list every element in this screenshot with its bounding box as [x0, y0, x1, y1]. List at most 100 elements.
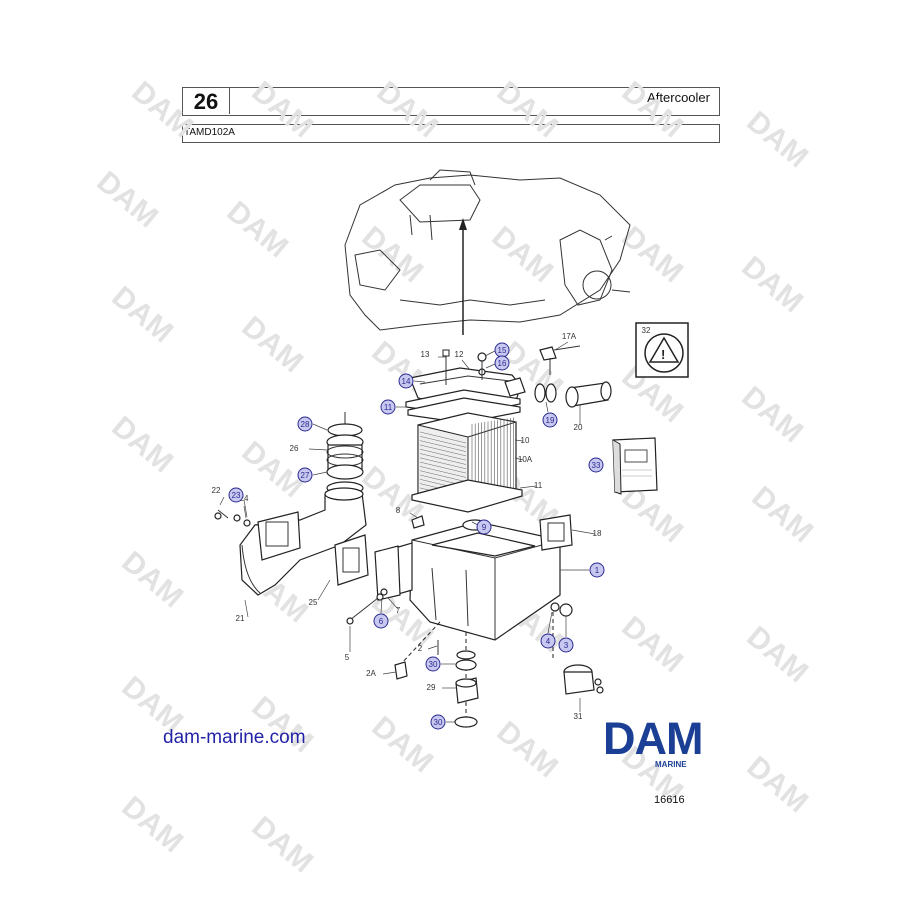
- outlet-pipe: [534, 381, 612, 408]
- warning-sign: !: [635, 322, 689, 378]
- callout-label: 27: [301, 471, 310, 480]
- callout-label: 32: [642, 326, 651, 335]
- callout-label: 28: [301, 420, 310, 429]
- callout-label: 19: [546, 416, 555, 425]
- watermark-text: DAM: [366, 710, 440, 779]
- cooler-core: [411, 412, 523, 513]
- callout-label: 33: [592, 461, 601, 470]
- bellows-assembly: [326, 412, 364, 495]
- volvo-penta-manual-icon: [624, 449, 648, 463]
- callout-label: 20: [574, 423, 583, 432]
- watermark-text: DAM: [126, 75, 200, 144]
- watermark-text: DAM: [491, 715, 565, 784]
- watermark-text: DAM: [246, 810, 320, 879]
- watermark-text: DAM: [736, 380, 810, 449]
- elbow-bolts: [214, 509, 251, 527]
- drain-parts: [394, 621, 479, 728]
- callout-label: 13: [421, 350, 430, 359]
- aftercooler-housing: [374, 514, 573, 641]
- watermark-text: DAM: [741, 105, 815, 174]
- callout-circle: 15: [494, 342, 510, 358]
- callout-label: 2: [418, 644, 423, 653]
- callout-label: 12: [455, 350, 464, 359]
- dam-logo-sub: MARINE: [655, 760, 687, 769]
- engine-model: TAMD102A: [184, 127, 235, 138]
- inlet-elbow: [239, 487, 367, 596]
- watermark-text: DAM: [741, 620, 815, 689]
- callout-circle: 11: [380, 399, 396, 415]
- callout-label: 16: [498, 359, 507, 368]
- watermark-text: DAM: [116, 790, 190, 859]
- website-link[interactable]: dam-marine.com: [163, 727, 306, 748]
- watermark-text: DAM: [371, 75, 445, 144]
- flange-gasket-25: [334, 534, 369, 586]
- callout-label: 3: [564, 641, 569, 650]
- callout-label: 31: [574, 712, 583, 721]
- callout-circle: 14: [398, 373, 414, 389]
- watermark-text: DAM: [616, 75, 690, 144]
- sensor-17a: [539, 345, 581, 375]
- watermark-text: DAM: [116, 545, 190, 614]
- callout-circle: 30: [425, 656, 441, 672]
- engine-outline: [344, 169, 631, 331]
- callout-label: 10: [521, 436, 530, 445]
- cover-bolts: [442, 349, 487, 385]
- callout-label: 11: [534, 481, 543, 490]
- watermark-text: DAM: [616, 220, 690, 289]
- warning-triangle-icon: [648, 336, 680, 363]
- callout-label: 17A: [562, 332, 577, 341]
- watermark-text: DAM: [246, 75, 320, 144]
- callout-label: 8: [396, 506, 401, 515]
- callout-label: 30: [429, 660, 438, 669]
- callout-label: 2A: [366, 669, 376, 678]
- callout-label: 23: [232, 491, 241, 500]
- pressure-sensor: [550, 602, 604, 695]
- callout-circle: 30: [430, 714, 446, 730]
- watermark-text: DAM: [616, 610, 690, 679]
- watermark-text: DAM: [106, 410, 180, 479]
- callout-label: 11: [384, 403, 393, 412]
- document-number: 16616: [654, 794, 685, 806]
- dam-logo: DAM: [603, 713, 703, 764]
- watermark-text: DAM: [746, 480, 820, 549]
- page-title: Aftercooler: [647, 90, 710, 105]
- header-title-box: [182, 87, 720, 116]
- callout-label: 4: [546, 637, 551, 646]
- aftercooler-cover: [405, 367, 526, 424]
- callout-circle: 4: [540, 633, 556, 649]
- callout-label: 26: [290, 444, 299, 453]
- arrow-head-icon: [459, 218, 467, 230]
- callout-label: 24: [240, 494, 249, 503]
- bolt-5: [346, 588, 388, 625]
- callout-label: 15: [498, 346, 507, 355]
- callout-label: 25: [309, 598, 318, 607]
- watermark-text: DAM: [236, 310, 310, 379]
- watermark-text: DAM: [106, 280, 180, 349]
- header-model-box: [182, 124, 720, 143]
- callout-circle: 16: [494, 355, 510, 371]
- callout-label: 5: [345, 653, 350, 662]
- callout-label: 30: [434, 718, 443, 727]
- callout-circle: 1: [589, 562, 605, 578]
- watermark-text: DAM: [221, 195, 295, 264]
- callout-label: 10A: [518, 455, 533, 464]
- callout-label: 6: [379, 617, 384, 626]
- watermark-text: DAM: [356, 220, 430, 289]
- callout-label: 7: [396, 606, 401, 615]
- watermark-text: DAM: [736, 250, 810, 319]
- callout-label: 9: [482, 523, 487, 532]
- callout-label: 18: [593, 529, 602, 538]
- callout-circle: 6: [373, 613, 389, 629]
- svg-text:!: !: [661, 347, 665, 362]
- callout-label: 1: [595, 566, 600, 575]
- callout-leaders: [219, 341, 596, 723]
- callout-circle: 3: [558, 637, 574, 653]
- callout-circle: 19: [542, 412, 558, 428]
- callout-label: 21: [236, 614, 245, 623]
- callout-circle: 32: [642, 326, 651, 335]
- watermark-text: DAM: [741, 750, 815, 819]
- callout-circle: 28: [297, 416, 313, 432]
